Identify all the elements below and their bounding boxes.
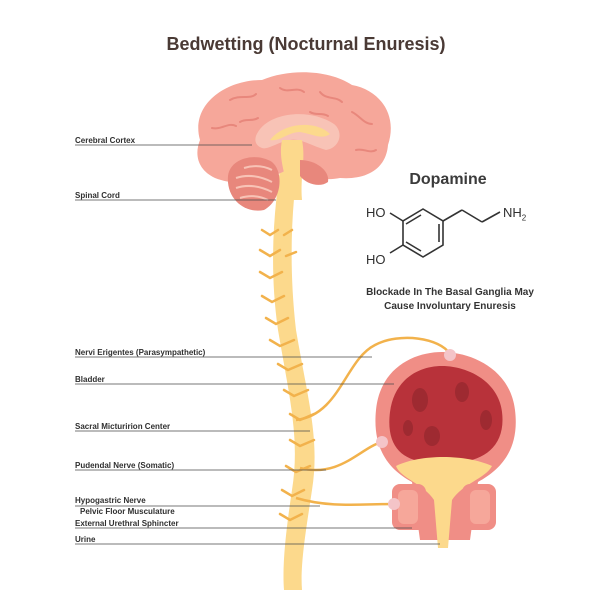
dopamine-structure bbox=[389, 208, 501, 258]
dopamine-ho-bottom: HO bbox=[366, 252, 386, 267]
dopamine-ho-top: HO bbox=[366, 205, 386, 220]
caption-line-2: Cause Involuntary Enuresis bbox=[384, 301, 516, 312]
dopamine-title: Dopamine bbox=[409, 171, 487, 188]
brain bbox=[197, 72, 391, 211]
label-external-sphincter: External Urethral Sphincter bbox=[75, 519, 179, 528]
nervi-erigentes-nerve bbox=[295, 336, 452, 422]
label-sacral-center: Sacral Micturirion Center bbox=[75, 422, 171, 431]
temporal-lobe bbox=[300, 160, 329, 185]
label-cerebral-cortex: Cerebral Cortex bbox=[75, 136, 136, 145]
dopamine-caption: Blockade In The Basal Ganglia May Cause … bbox=[340, 286, 560, 314]
label-pelvic-floor: Pelvic Floor Musculature bbox=[80, 507, 175, 516]
nerve-end-top bbox=[444, 349, 456, 361]
label-urine: Urine bbox=[75, 535, 96, 544]
page-title: Bedwetting (Nocturnal Enuresis) bbox=[166, 34, 446, 54]
leader-lines bbox=[75, 144, 440, 545]
caption-line-1: Blockade In The Basal Ganglia May bbox=[366, 287, 534, 298]
label-bladder: Bladder bbox=[75, 375, 105, 384]
spinal-cord-shape bbox=[273, 150, 315, 590]
nerve-end-side bbox=[376, 436, 388, 448]
label-spinal-cord: Spinal Cord bbox=[75, 191, 120, 200]
cerebellum bbox=[227, 157, 280, 211]
nerve-end-sphincter bbox=[388, 498, 400, 510]
urine-shape bbox=[396, 457, 492, 548]
dopamine-nh2-subscript: 2 bbox=[521, 213, 527, 223]
hypogastric-nerve bbox=[295, 496, 395, 507]
bladder bbox=[375, 349, 516, 548]
dopamine-nh2: NH2 bbox=[503, 205, 526, 223]
dopamine-nh: NH bbox=[503, 205, 522, 220]
label-hypogastric-nerve: Hypogastric Nerve bbox=[75, 496, 146, 505]
label-pudendal-nerve: Pudendal Nerve (Somatic) bbox=[75, 461, 175, 470]
label-nervi-erigentes: Nervi Erigentes (Parasympathetic) bbox=[75, 348, 206, 357]
